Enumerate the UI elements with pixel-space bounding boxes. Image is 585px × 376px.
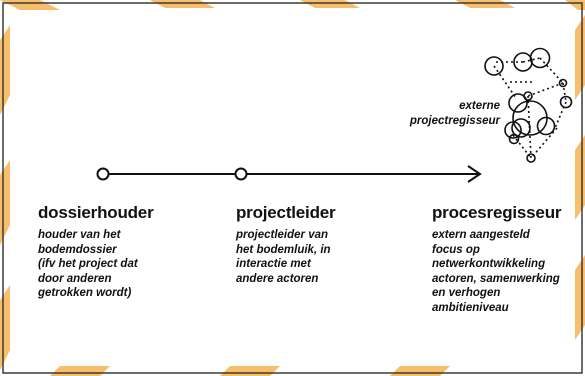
- stage-description-procesregisseur: extern aangesteld focus op netwerkontwik…: [432, 229, 560, 314]
- timeline-node-1: [96, 167, 110, 181]
- stage-description-dossierhouder: houder van het bodemdossier (ifv het pro…: [38, 229, 138, 300]
- stage-title-procesregisseur: procesregisseur: [432, 203, 562, 222]
- timeline-node-2: [234, 167, 248, 181]
- external-role-label: externe projectregisseur: [409, 100, 500, 127]
- stage-title-projectleider: projectleider: [236, 203, 336, 222]
- stage-title-dossierhouder: dossierhouder: [38, 203, 154, 222]
- stage-description-projectleider: projectleider van het bodemluik, in inte…: [236, 229, 331, 285]
